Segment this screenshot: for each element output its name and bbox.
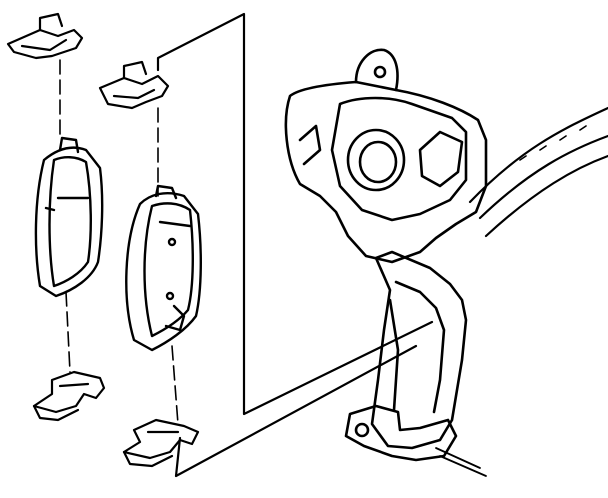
anti-rattle-clip — [32, 370, 106, 414]
dashed-alignment-line-middle — [157, 107, 179, 425]
brake-line — [478, 134, 608, 220]
brake-pad-tab — [58, 136, 80, 154]
outer-brake-pad — [125, 184, 202, 352]
dashed-alignment-line-left — [59, 59, 71, 373]
caliper-inner-face — [330, 96, 468, 222]
caliper-housing — [284, 48, 488, 264]
bracket-bolt-hole — [354, 422, 370, 438]
pad-rivet — [167, 237, 177, 247]
leader-lines — [156, 12, 434, 478]
anti-rattle-clip-bottom-left — [32, 370, 106, 422]
pad-rivet — [165, 291, 175, 301]
caliper-piston — [358, 140, 398, 184]
inner-brake-pad — [34, 136, 104, 298]
brake-pad-friction-material — [48, 156, 92, 288]
anti-rattle-clip — [122, 418, 200, 460]
anti-rattle-clip — [6, 28, 84, 60]
bracket-foot — [344, 404, 458, 462]
brake-pad-tab — [154, 184, 178, 200]
leader-line — [156, 12, 434, 416]
dashed-alignment-line — [171, 345, 179, 425]
brake-line — [468, 106, 608, 204]
anti-rattle-clip — [98, 74, 170, 110]
caliper-bolt-hole — [373, 65, 387, 79]
brake-pad-backing-plate — [34, 146, 104, 298]
brake-pad-backing-plate — [125, 192, 202, 352]
wear-indicator — [164, 304, 186, 332]
caliper-body — [284, 80, 488, 264]
anti-rattle-clip-bottom-middle — [122, 418, 200, 468]
anti-rattle-clip-top-middle — [98, 60, 170, 110]
brake-line-group — [468, 106, 608, 238]
caliper-mounting-bracket — [344, 250, 487, 477]
dashed-alignment-line — [65, 291, 71, 373]
brake-line — [484, 154, 608, 238]
bracket-arm — [370, 250, 468, 450]
brake-pad-friction-material — [143, 202, 194, 338]
caliper-mounting-ear — [354, 48, 399, 92]
brake-line-clip-marks — [519, 125, 587, 161]
leader-line — [174, 344, 418, 478]
anti-rattle-clip-top-left — [6, 12, 84, 60]
caliper-piston-bore — [346, 128, 406, 192]
